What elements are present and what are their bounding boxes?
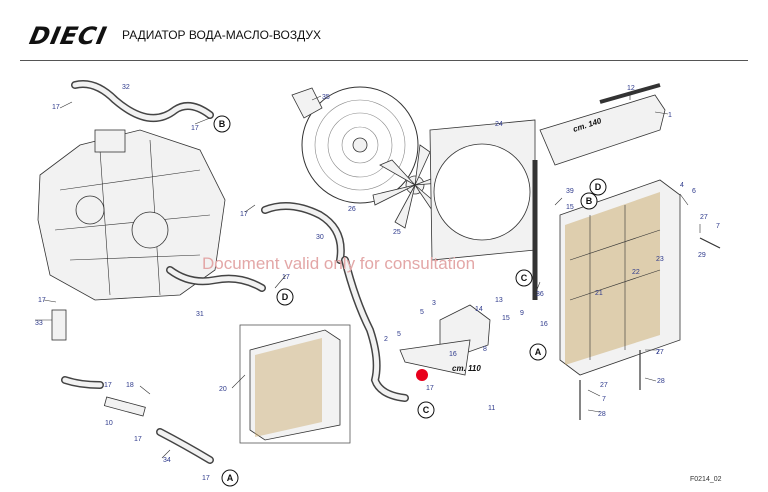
svg-text:D: D	[282, 292, 289, 302]
svg-text:B: B	[219, 119, 226, 129]
connector-b-right: B	[580, 192, 598, 210]
part-label-9: 9	[520, 310, 524, 317]
part-label-16: 16	[540, 321, 548, 328]
part-label-5b: 5	[420, 309, 424, 316]
part-label-35: 35	[322, 94, 330, 101]
part-label-7: 7	[716, 223, 720, 230]
part-label-11: 11	[488, 405, 495, 412]
part-label-22: 22	[632, 269, 640, 276]
part-label-10: 10	[105, 420, 113, 427]
engine-block	[37, 129, 226, 301]
svg-text:B: B	[586, 196, 593, 206]
connector-a-right: A	[529, 343, 547, 361]
part-label-32: 32	[122, 84, 130, 91]
motor	[291, 87, 323, 119]
part-label-1: 1	[668, 112, 672, 119]
part-label-6: 6	[692, 188, 696, 195]
connector-c-bottom: C	[417, 401, 435, 419]
ref-cm-110: cm. 110	[452, 364, 481, 373]
exploded-parts-diagram: cm. 140 cm. 110 B B D D C C A A 1 2 3 4 …	[35, 80, 721, 487]
part-label-12: 12	[627, 85, 635, 92]
part-label-26: 26	[348, 206, 356, 213]
watermark: Document valid only for consultation	[202, 254, 476, 273]
part-label-15b: 15	[566, 204, 574, 211]
part-label-20: 20	[219, 386, 227, 393]
part-label-18: 18	[126, 382, 134, 389]
figure-code: F0214_02	[690, 476, 722, 483]
part-label-7c: 7	[656, 349, 660, 356]
part-label-27b: 27	[600, 382, 608, 389]
part-label-4: 4	[680, 182, 684, 189]
part-label-23: 23	[656, 256, 664, 263]
part-label-17c: 17	[240, 211, 248, 218]
inset-frame	[239, 324, 351, 444]
part-label-15: 15	[502, 315, 510, 322]
header: DIECI РАДИАТОР ВОДА-МАСЛО-ВОЗДУХ	[0, 0, 768, 62]
part-label-5: 5	[397, 331, 401, 338]
svg-text:C: C	[423, 405, 430, 415]
part-label-7b: 7	[602, 396, 606, 403]
part-label-17b: 17	[191, 125, 199, 132]
part-label-17d: 17	[282, 274, 290, 281]
connector-c-right: C	[515, 269, 533, 287]
part-label-25: 25	[393, 229, 401, 236]
tank-bracket	[399, 339, 471, 376]
red-marker	[416, 369, 428, 381]
brand-logo: DIECI	[27, 22, 110, 50]
connector-a-bottom: A	[221, 469, 239, 487]
svg-text:A: A	[227, 473, 234, 483]
part-label-27: 27	[700, 214, 708, 221]
svg-text:A: A	[535, 347, 542, 357]
svg-text:D: D	[595, 182, 602, 192]
part-label-28b: 28	[598, 411, 606, 418]
part-label-24: 24	[495, 121, 503, 128]
part-label-17g: 17	[134, 436, 142, 443]
part-label-17e: 17	[38, 297, 46, 304]
part-label-28: 28	[657, 378, 665, 385]
part-label-3: 3	[432, 300, 436, 307]
part-label-14: 14	[475, 306, 483, 313]
part-label-17f: 17	[104, 382, 112, 389]
mounting-bracket	[539, 94, 666, 166]
header-divider	[20, 60, 748, 61]
part-label-34: 34	[163, 457, 171, 464]
part-label-17i: 17	[426, 385, 434, 392]
connector-b-top: B	[213, 115, 231, 133]
part-label-30: 30	[316, 234, 324, 241]
part-label-27c: 27	[656, 349, 664, 356]
part-label-17h: 17	[202, 475, 210, 482]
part-label-29: 29	[698, 252, 706, 259]
fan-guard	[301, 86, 419, 204]
connector-d-top: D	[589, 178, 607, 196]
part-label-16b: 16	[449, 351, 457, 358]
connector-d-left: D	[276, 288, 294, 306]
part-label-39: 39	[566, 188, 574, 195]
radiator-inset	[249, 329, 341, 441]
part-label-2: 2	[384, 336, 388, 343]
part-label-13: 13	[495, 297, 503, 304]
part-label-36: 36	[536, 291, 544, 298]
radiator-main	[559, 179, 681, 376]
part-label-21: 21	[595, 290, 603, 297]
svg-text:C: C	[521, 273, 528, 283]
part-label-17a: 17	[52, 104, 60, 111]
page-title: РАДИАТОР ВОДА-МАСЛО-ВОЗДУХ	[122, 28, 321, 42]
part-label-33: 33	[35, 320, 43, 327]
part-label-31: 31	[196, 311, 204, 318]
part-label-8: 8	[483, 346, 487, 353]
